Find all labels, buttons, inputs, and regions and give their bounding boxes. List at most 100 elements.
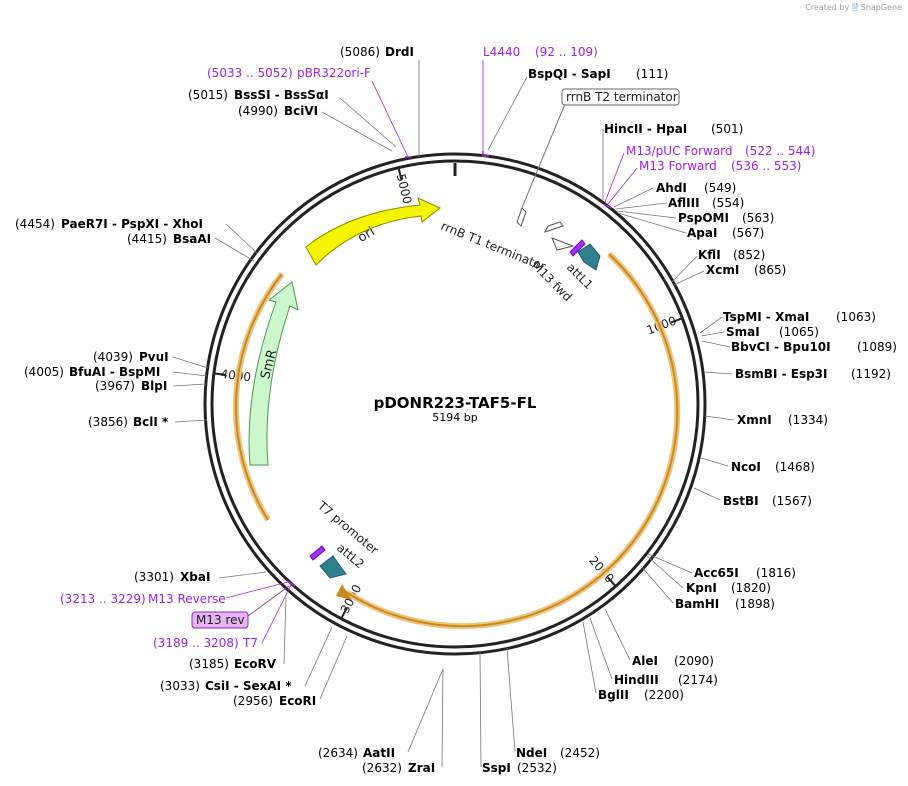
primer-marker-l4440 [482,151,489,157]
site-paer7i[interactable]: PaeR7I - PspXI - XhoI [61,217,203,231]
site-ncoi[interactable]: NcoI [731,460,761,474]
primer-markers [286,151,613,587]
leader-xmni [704,415,735,421]
primer-pbr322ori-range: (5033 .. 5052) [207,66,293,80]
site-alei[interactable]: AleI [632,654,658,668]
site-bsaai[interactable]: BsaAI [173,232,211,246]
site-blpi-pos: (3967) [95,379,135,393]
rrnb-t2-feature[interactable]: rrnB T2 terminator [516,88,680,227]
leader-kfli [671,255,698,283]
smr-arrow[interactable] [248,281,299,466]
site-bspqi[interactable]: BspQI - SapI [528,67,611,81]
primer-t7[interactable]: T7 [242,636,258,650]
leader-m13rev [225,581,289,599]
leader-bamhi [640,565,674,604]
rrnb-t1-arrow[interactable] [544,221,575,251]
orf-arrowhead [336,584,352,600]
site-ecori-pos: (2956) [233,694,273,708]
rrnb-t1-feature[interactable]: rrnB T1 terminator [439,219,575,274]
plasmid-size: 5194 bp [432,411,477,424]
site-acc65i[interactable]: Acc65I [694,566,739,580]
site-kpni[interactable]: KpnI [686,581,717,595]
site-zrai[interactable]: ZraI [408,761,435,775]
site-ecori[interactable]: EcoRI [279,694,316,708]
site-tspmi[interactable]: TspMI - XmaI [723,310,809,324]
ori-feature[interactable]: ori [305,197,441,266]
site-bstbi[interactable]: BstBI [723,494,759,508]
rrnb-t2-label: rrnB T2 terminator [566,90,678,104]
site-blpi[interactable]: BlpI [141,379,167,393]
attl2-feature[interactable]: T7 promoter attL2 [309,498,381,579]
site-csii[interactable]: CsiI - SexAI * [205,679,292,693]
leader-ecori [319,635,348,700]
site-pspomi[interactable]: PspOMI [678,211,729,225]
site-xbai[interactable]: XbaI [180,570,210,584]
primer-leaders [225,60,638,644]
site-pvui[interactable]: PvuI [139,350,169,364]
leader-ahdi [613,187,654,208]
leader-csii [304,626,333,687]
tick-mark [340,607,348,620]
orf-arcs [232,251,681,630]
ori-arrow[interactable] [305,197,441,266]
rrnb-t2-arrow[interactable] [516,207,527,227]
site-xcmi[interactable]: XcmI [706,263,739,277]
site-ncoi-pos: (1468) [775,460,815,474]
leader-bcivi [321,111,393,152]
smr-label: SmR [258,348,280,381]
site-kfli[interactable]: KflI [698,248,721,262]
rrnb-t2-box [561,88,680,106]
tick-mark [670,317,683,324]
leader-acc65i [647,553,693,574]
site-bspqi-pos: (111) [636,67,668,81]
attl2-arrow[interactable] [319,555,347,579]
site-ahdi[interactable]: AhdI [656,181,687,195]
site-bamhi[interactable]: BamHI [675,597,719,611]
leader-alei [604,608,631,661]
attl1-arrow[interactable] [577,243,601,271]
leader-blpi [172,383,207,387]
site-aflii[interactable]: AflIII [668,196,700,210]
smr-feature[interactable]: SmR [248,281,299,466]
attl1-feature[interactable]: M13 fwd attL1 [529,239,601,304]
site-bfuai[interactable]: BfuAI - BspMI [69,365,160,379]
credit-brand: SnapGene [860,3,902,12]
primer-m13fwd[interactable]: M13 Forward [639,159,717,173]
site-ecorv-pos: (3185) [189,657,229,671]
site-apai[interactable]: ApaI [687,226,717,240]
site-aflii-pos: (554) [712,196,744,210]
site-tspmi-pos: (1063) [836,310,876,324]
site-smai[interactable]: SmaI [726,325,760,339]
site-aatii-pos: (2634) [318,746,358,760]
primer-marker-m13rev [286,580,296,587]
site-xmni[interactable]: XmnI [737,413,772,427]
site-pspomi-pos: (563) [742,211,774,225]
primer-m13puc[interactable]: M13/pUC Forward [626,144,733,158]
primer-l4440[interactable]: L4440 [483,45,520,59]
site-bcivi[interactable]: BciVI [284,104,318,118]
site-bsssi[interactable]: BssSI - BssSαI [234,88,329,102]
leader-ecorv [283,597,287,665]
leader-bsaai [214,237,255,262]
primer-m13rev[interactable]: M13 Reverse [148,592,226,606]
site-ecorv[interactable]: EcoRV [234,657,277,671]
m13-rev-feature[interactable]: M13 rev [191,585,290,629]
site-hindiii[interactable]: HindIII [614,673,659,687]
site-bsmbi[interactable]: BsmBI - Esp3I [735,367,827,381]
site-hincii[interactable]: HincII - HpaI [604,122,687,136]
site-bcli[interactable]: BclI * [133,415,169,429]
leader-bsssi [339,97,397,148]
site-sspi[interactable]: SspI [482,761,511,775]
primer-marker-m13puc [602,203,613,209]
site-bglii[interactable]: BglII [598,688,629,702]
leader-smai [700,331,725,337]
site-bbvci[interactable]: BbvCI - Bpu10I [731,340,831,354]
leader-pvui [172,356,209,369]
site-aatii[interactable]: AatII [363,746,395,760]
site-csii-pos: (3033) [160,679,200,693]
leader-sspi [479,651,482,768]
primer-m13fwd-range: (536 .. 553) [731,159,801,173]
primer-pbr322ori[interactable]: pBR322ori-F [297,66,371,80]
site-ndei[interactable]: NdeI [516,746,547,760]
site-drdi[interactable]: DrdI [385,45,414,59]
